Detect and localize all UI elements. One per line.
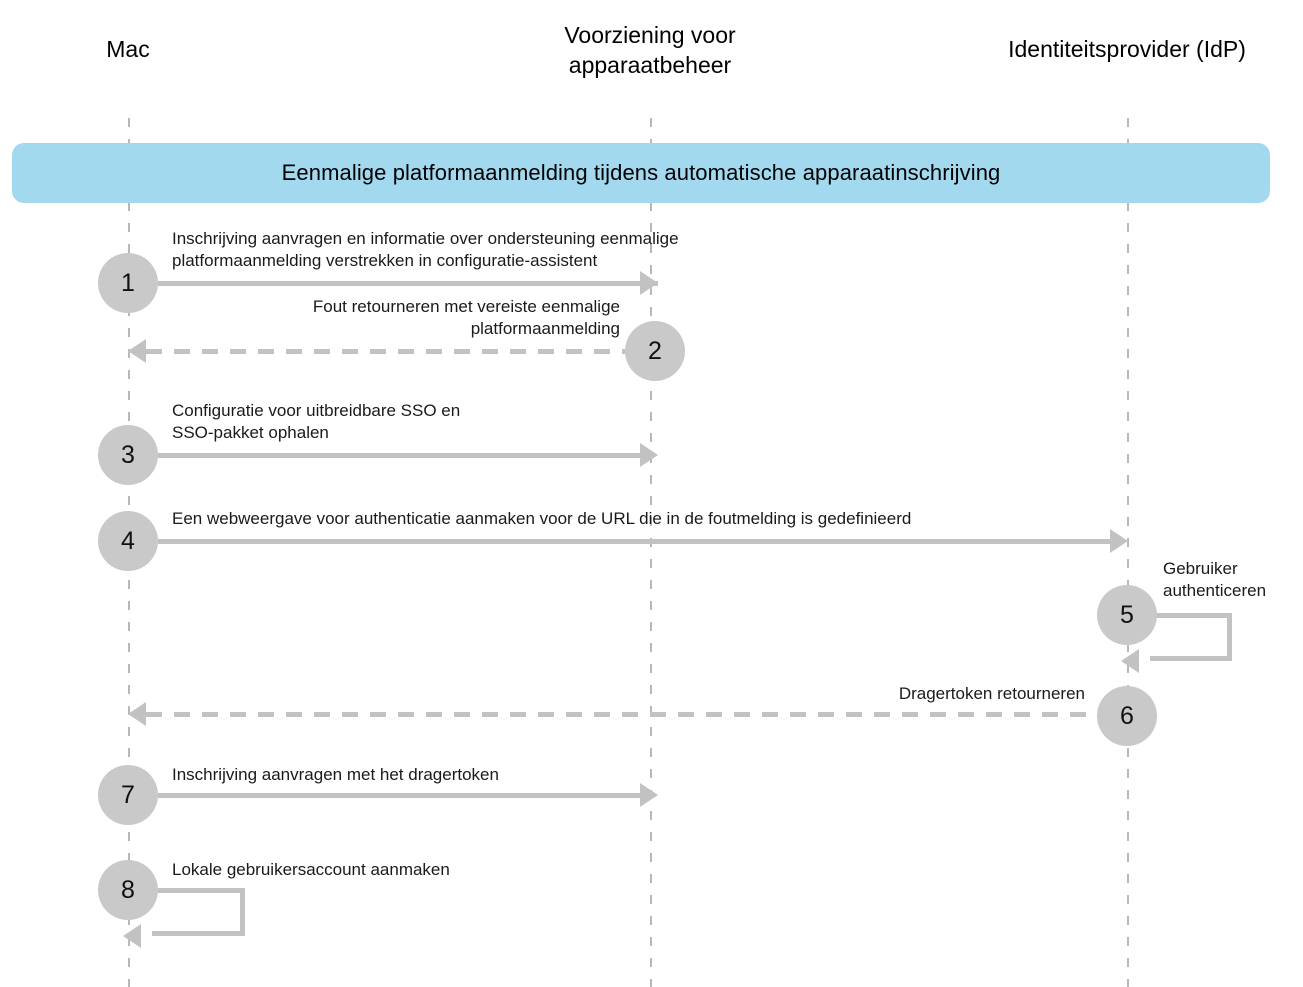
- message-arrow-head-6: [128, 702, 146, 726]
- lifeline-device-management: [650, 118, 652, 987]
- message-arrow-line-6: [146, 712, 1104, 717]
- message-label-5: Gebruiker authenticeren: [1163, 559, 1267, 600]
- lane-header-identity-provider: Identiteitsprovider (IdP): [1008, 36, 1246, 62]
- step-circle-3: 3: [98, 425, 158, 485]
- step-circle-7: 7: [98, 765, 158, 825]
- phase-banner-title: Eenmalige platformaanmelding tijdens aut…: [281, 160, 1001, 185]
- message-label-7: Inschrijving aanvragen met het dragertok…: [172, 765, 499, 784]
- phase-banner: Eenmalige platformaanmelding tijdens aut…: [12, 143, 1270, 203]
- self-loop-arrow-head-5: [1121, 649, 1139, 673]
- message-arrow-head-3: [640, 443, 658, 467]
- message-arrow-head-4: [1110, 529, 1128, 553]
- message-arrow-line-4: [158, 539, 1110, 544]
- lifeline-identity-provider: [1127, 118, 1129, 987]
- message-label-3: Configuratie voor uitbreidbare SSO en SS…: [172, 401, 461, 442]
- message-arrow-head-2: [128, 339, 146, 363]
- message-label-1: Inschrijving aanvragen en informatie ove…: [172, 229, 679, 270]
- message-label-2: Fout retourneren met vereiste eenmalige …: [312, 297, 620, 338]
- message-arrow-line-2: [146, 349, 630, 354]
- message-label-4: Een webweergave voor authenticatie aanma…: [172, 509, 912, 528]
- message-arrow-head-1: [640, 271, 658, 295]
- message-arrow-line-7: [158, 793, 640, 798]
- message-arrow-line-1: [158, 281, 658, 286]
- step-circle-8: 8: [98, 860, 158, 920]
- step-circle-4: 4: [98, 511, 158, 571]
- message-label-6: Dragertoken retourneren: [898, 684, 1085, 703]
- self-loop-5: [1150, 613, 1232, 661]
- message-label-8: Lokale gebruikersaccount aanmaken: [172, 860, 450, 879]
- message-arrow-head-7: [640, 783, 658, 807]
- step-circle-2: 2: [625, 321, 685, 381]
- step-circle-5: 5: [1097, 585, 1157, 645]
- lane-header-device-management: Voorziening voor apparaatbeheer: [564, 22, 736, 78]
- lane-header-mac: Mac: [106, 36, 150, 62]
- step-circle-1: 1: [98, 253, 158, 313]
- step-circle-6: 6: [1097, 686, 1157, 746]
- self-loop-arrow-head-8: [123, 924, 141, 948]
- message-arrow-line-3: [158, 453, 640, 458]
- self-loop-8: [152, 888, 245, 936]
